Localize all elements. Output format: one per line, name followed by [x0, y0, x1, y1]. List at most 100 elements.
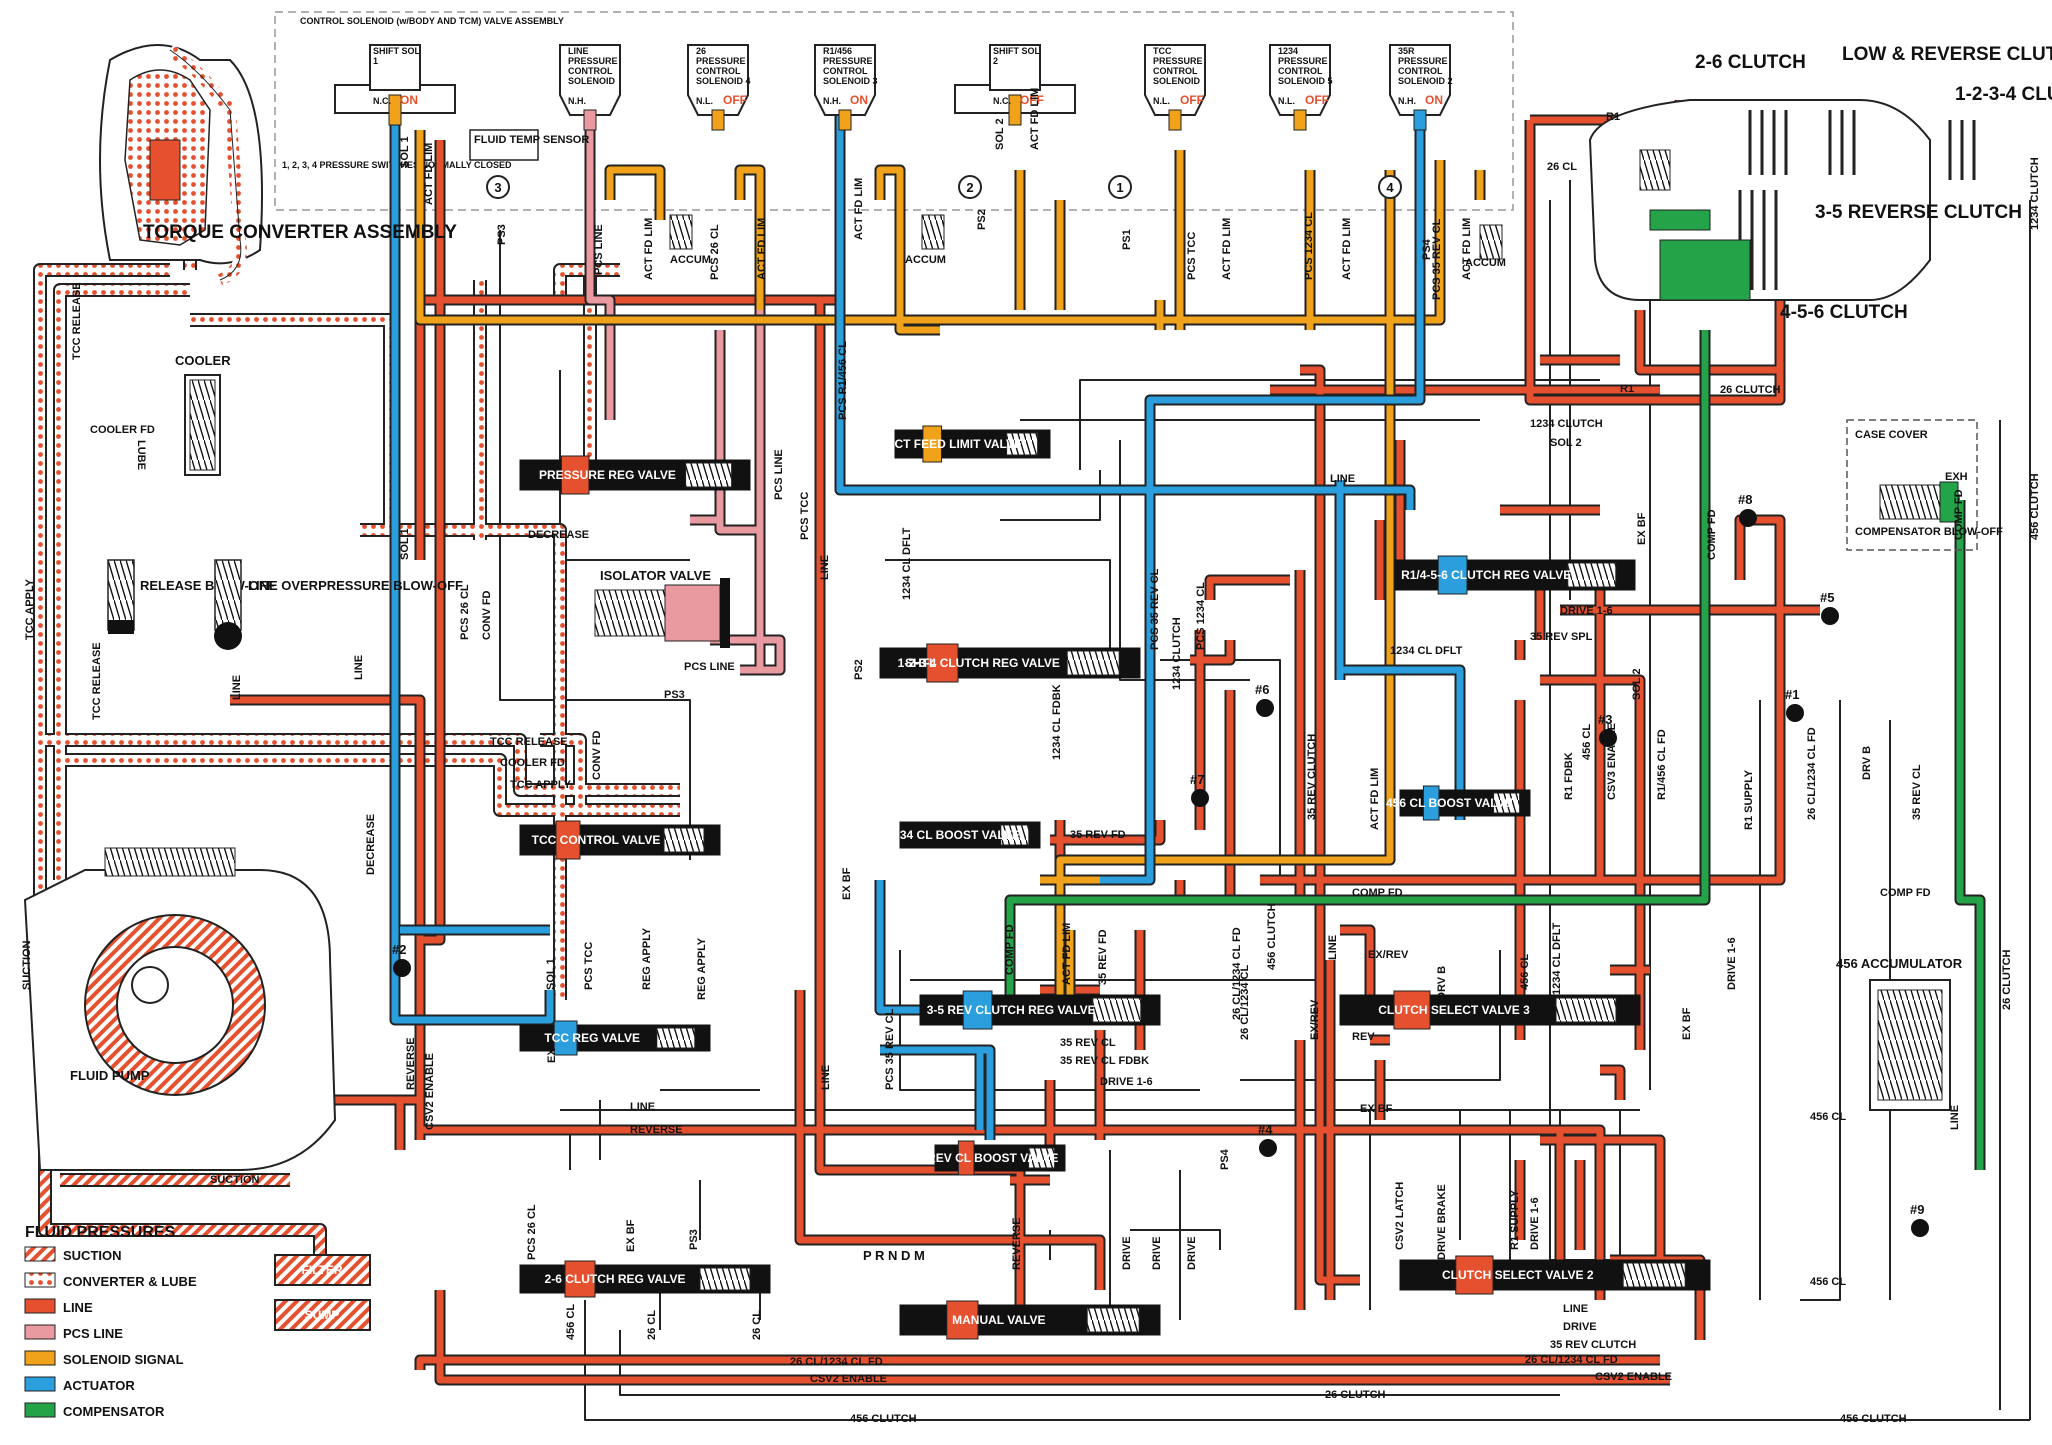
label-rev35_fdbk: 35 REV CL FDBK	[1060, 1055, 1149, 1067]
label-rev_clutch35: 35 REV CLUTCH	[1550, 1339, 1636, 1351]
label-cooler_fd: COOLER FD	[90, 424, 155, 436]
checkball-8: #8	[1738, 492, 1757, 527]
svg-text:2: 2	[966, 180, 973, 195]
label-pcs_26cl: PCS 26 CL	[709, 224, 721, 280]
svg-text:#6: #6	[1255, 682, 1269, 697]
label-act_fd_lim: ACT FD LIM	[423, 143, 435, 205]
label-clutch26: 26 CLUTCH	[2001, 949, 2013, 1010]
label-sol1_tcc: SOL 1	[545, 958, 557, 990]
label-ps3: PS3	[496, 224, 508, 245]
isolator-valve: ISOLATOR VALVE	[594, 568, 730, 648]
clutch-456-label: 4-5-6 CLUTCH	[1780, 302, 1908, 323]
label-cl26_1234_fd: 26 CL/1234 CL FD	[790, 1356, 883, 1368]
label-line: LINE	[231, 675, 243, 700]
svg-text:CONTROL: CONTROL	[1153, 66, 1198, 76]
label-ps2: PS2	[853, 659, 865, 680]
svg-text:1: 1	[373, 56, 378, 66]
line-overpressure-blowoff: LINE OVERPRESSURE BLOW-OFF	[214, 559, 463, 650]
svg-text:PRESSURE: PRESSURE	[823, 56, 873, 66]
prnd-label: P R N D M	[863, 1248, 925, 1263]
svg-text:R1/456: R1/456	[823, 46, 852, 56]
label-pcs_26cl: PCS 26 CL	[526, 1204, 538, 1260]
svg-text:SOLENOID 4: SOLENOID 4	[696, 76, 751, 86]
label-ex_bf: EX BF	[1360, 1103, 1393, 1115]
case-cover: CASE COVER COMPENSATOR BLOW-OFF EXH	[1846, 419, 2003, 551]
label-drive: DRIVE	[1121, 1236, 1133, 1270]
svg-text:ON: ON	[400, 93, 418, 107]
label-clutch456: 456 CLUTCH	[2029, 473, 2041, 540]
svg-text:3: 3	[494, 180, 501, 195]
label-decrease: DECREASE	[365, 814, 377, 875]
svg-text:ON: ON	[850, 93, 868, 107]
pressure-switch-3: 3	[486, 175, 510, 199]
svg-text:1234: 1234	[1278, 46, 1298, 56]
label-drive: DRIVE	[1563, 1321, 1597, 1333]
svg-text:N.H.: N.H.	[568, 96, 586, 106]
svg-text:SHIFT SOL: SHIFT SOL	[993, 46, 1041, 56]
fluid-pump: FLUID PUMP	[23, 847, 337, 1171]
label-ex_bf: EX BF	[625, 1219, 637, 1252]
label-cl1234_dflt: 1234 CL DFLT	[1390, 645, 1463, 657]
svg-text:TCC CONTROL VALVE: TCC CONTROL VALVE	[532, 833, 661, 847]
label-pcs_line: PCS LINE	[684, 661, 735, 673]
svg-text:CLUTCH SELECT VALVE 2: CLUTCH SELECT VALVE 2	[1442, 1268, 1594, 1282]
label-csv3_enable: CSV3 ENABLE	[1606, 723, 1618, 800]
label-line: LINE	[1563, 1303, 1588, 1315]
svg-text:N.C.: N.C.	[373, 96, 391, 106]
tcc-control-valve: TCC CONTROL VALVE	[519, 820, 721, 860]
label-pcs_tcc: PCS TCC	[1186, 232, 1198, 280]
label-cl26: 26 CL	[646, 1310, 658, 1340]
legend-item-solenoid: SOLENOID SIGNAL	[24, 1350, 184, 1367]
svg-text:LINE: LINE	[568, 46, 589, 56]
label-rev35_fd: 35 REV FD	[1097, 929, 1109, 985]
label-comp_fd: COMP FD	[1352, 887, 1403, 899]
label-line: LINE	[819, 555, 831, 580]
label-suction: SUCTION	[21, 940, 33, 990]
label-reverse: REVERSE	[1011, 1217, 1023, 1270]
legend-item-line: LINE	[24, 1298, 93, 1315]
sump-box	[274, 1299, 371, 1331]
checkball-7: #7	[1190, 772, 1209, 807]
svg-text:TCC: TCC	[1153, 46, 1172, 56]
svg-text:COMPENSATOR: COMPENSATOR	[63, 1404, 165, 1419]
svg-text:R1/4-5-6 CLUTCH REG VALVE: R1/4-5-6 CLUTCH REG VALVE	[1401, 568, 1571, 582]
legend-item-converter: CONVERTER & LUBE	[24, 1272, 197, 1289]
solenoid-body-outline	[274, 11, 1514, 211]
label-r1: R1	[1620, 383, 1634, 395]
svg-text:COMPENSATOR BLOW-OFF: COMPENSATOR BLOW-OFF	[1855, 526, 2003, 538]
label-line: LINE	[1949, 1105, 1961, 1130]
svg-text:N.H.: N.H.	[1398, 96, 1416, 106]
line-passages	[33, 100, 2031, 1421]
label-ex_bf: EX BF	[1636, 512, 1648, 545]
checkball-1: #1	[1785, 687, 1804, 722]
label-act_fd_lim: ACT FD LIM	[1341, 218, 1353, 280]
svg-text:#5: #5	[1820, 590, 1834, 605]
svg-text:#2: #2	[392, 942, 406, 957]
label-cl456: 456 CL	[565, 1304, 577, 1340]
torque-converter-label: TORQUE CONVERTER ASSEMBLY	[143, 222, 457, 243]
clutch-pack: 2-6 CLUTCH LOW & REVERSE CLUTCH 1-2-3-4 …	[1588, 44, 2052, 323]
label-rev35_spl: 35 REV SPL	[1530, 631, 1593, 643]
pressure-switch-4: 4	[1378, 175, 1402, 199]
accum-48: ACCUM	[669, 214, 711, 266]
label-drive: DRIVE	[1186, 1236, 1198, 1270]
label-tcc_apply: TCC APPLY	[24, 578, 36, 640]
svg-text:ACCUM: ACCUM	[670, 254, 711, 266]
label-comp_fd: COMP FD	[1880, 887, 1931, 899]
legend-item-actuator: ACTUATOR	[24, 1376, 135, 1393]
label-rev35_cl: 35 REV CL	[1060, 1037, 1116, 1049]
label-csv2_enable: CSV2 ENABLE	[1595, 1371, 1672, 1383]
label-r1_456_cl_fd: R1/456 CL FD	[1656, 729, 1668, 800]
svg-text:LINE OVERPRESSURE BLOW-OFF: LINE OVERPRESSURE BLOW-OFF	[248, 578, 463, 593]
label-reg_apply: REG APPLY	[641, 927, 653, 990]
checkball-5: #5	[1820, 590, 1839, 625]
label-cl26_1234_fd: 26 CL/1234 CL FD	[1806, 727, 1818, 820]
svg-text:3-5 REV CLUTCH REG VALVE: 3-5 REV CLUTCH REG VALVE	[927, 1003, 1096, 1017]
label-pcs_line: PCS LINE	[593, 224, 605, 275]
checkball-9: #9	[1910, 1202, 1929, 1237]
